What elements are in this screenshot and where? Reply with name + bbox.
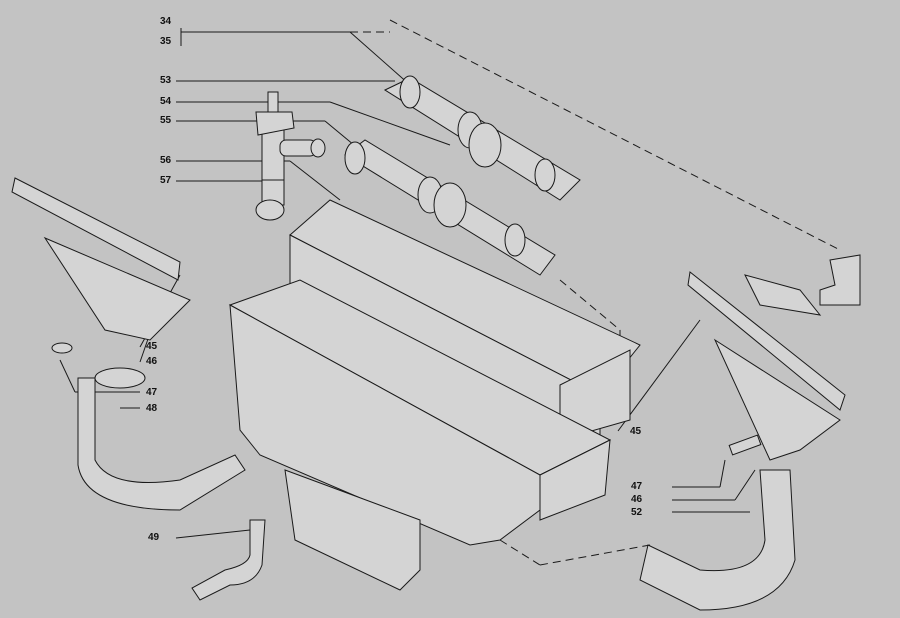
callout-47-left: 47 (146, 387, 158, 398)
callout-48: 48 (146, 403, 158, 414)
valve (255, 91, 326, 221)
callout-45-right: 45 (630, 426, 642, 437)
callout-54: 54 (160, 96, 172, 107)
upper-hoses (344, 75, 581, 276)
callout-56: 56 (160, 155, 172, 166)
callout-57: 57 (160, 175, 172, 186)
right-air-duct (639, 254, 861, 611)
heater-housing (228, 279, 612, 591)
heat-exchanger (289, 199, 641, 441)
callout-45-left: 45 (146, 341, 158, 352)
left-air-duct (11, 177, 246, 511)
small-hose (191, 519, 266, 601)
callout-47-right: 47 (631, 481, 643, 492)
callout-46-right: 46 (631, 494, 643, 505)
callout-35: 35 (160, 36, 172, 47)
callout-52: 52 (631, 507, 643, 518)
callout-49: 49 (148, 532, 160, 543)
callout-46-left: 46 (146, 356, 158, 367)
callout-55: 55 (160, 115, 172, 126)
callout-53: 53 (160, 75, 172, 86)
callout-34: 34 (160, 16, 172, 27)
